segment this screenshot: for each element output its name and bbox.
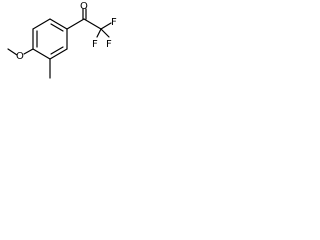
cf-bond-bottom-left xyxy=(96,28,102,38)
ring-bond xyxy=(32,48,51,60)
cf-bond-top xyxy=(100,22,112,30)
ring-bond xyxy=(49,18,68,30)
cf-bond-bottom-right xyxy=(100,28,110,38)
ring-double-bond xyxy=(50,23,64,32)
methoxy-methyl-bond xyxy=(7,48,18,56)
benzene-ring xyxy=(32,18,68,60)
ring-to-methoxy-bond xyxy=(23,48,34,55)
chemical-structure-canvas: O F F F O xyxy=(0,0,126,87)
ring-double-bond xyxy=(50,46,64,55)
methoxy-oxygen-label: O xyxy=(16,51,24,62)
ring-to-carbonyl-bond xyxy=(66,18,85,30)
carbonyl-oxygen-label: O xyxy=(80,1,88,12)
ring-bond xyxy=(49,48,68,60)
ring-bond xyxy=(32,18,51,30)
fluorine-bottom-right-label: F xyxy=(106,39,112,50)
fluorine-top-label: F xyxy=(111,17,117,28)
carbonyl-to-cf3-bond xyxy=(83,18,102,30)
fluorine-bottom-left-label: F xyxy=(92,39,98,50)
molecule-drawing: O F F F O xyxy=(7,1,117,79)
